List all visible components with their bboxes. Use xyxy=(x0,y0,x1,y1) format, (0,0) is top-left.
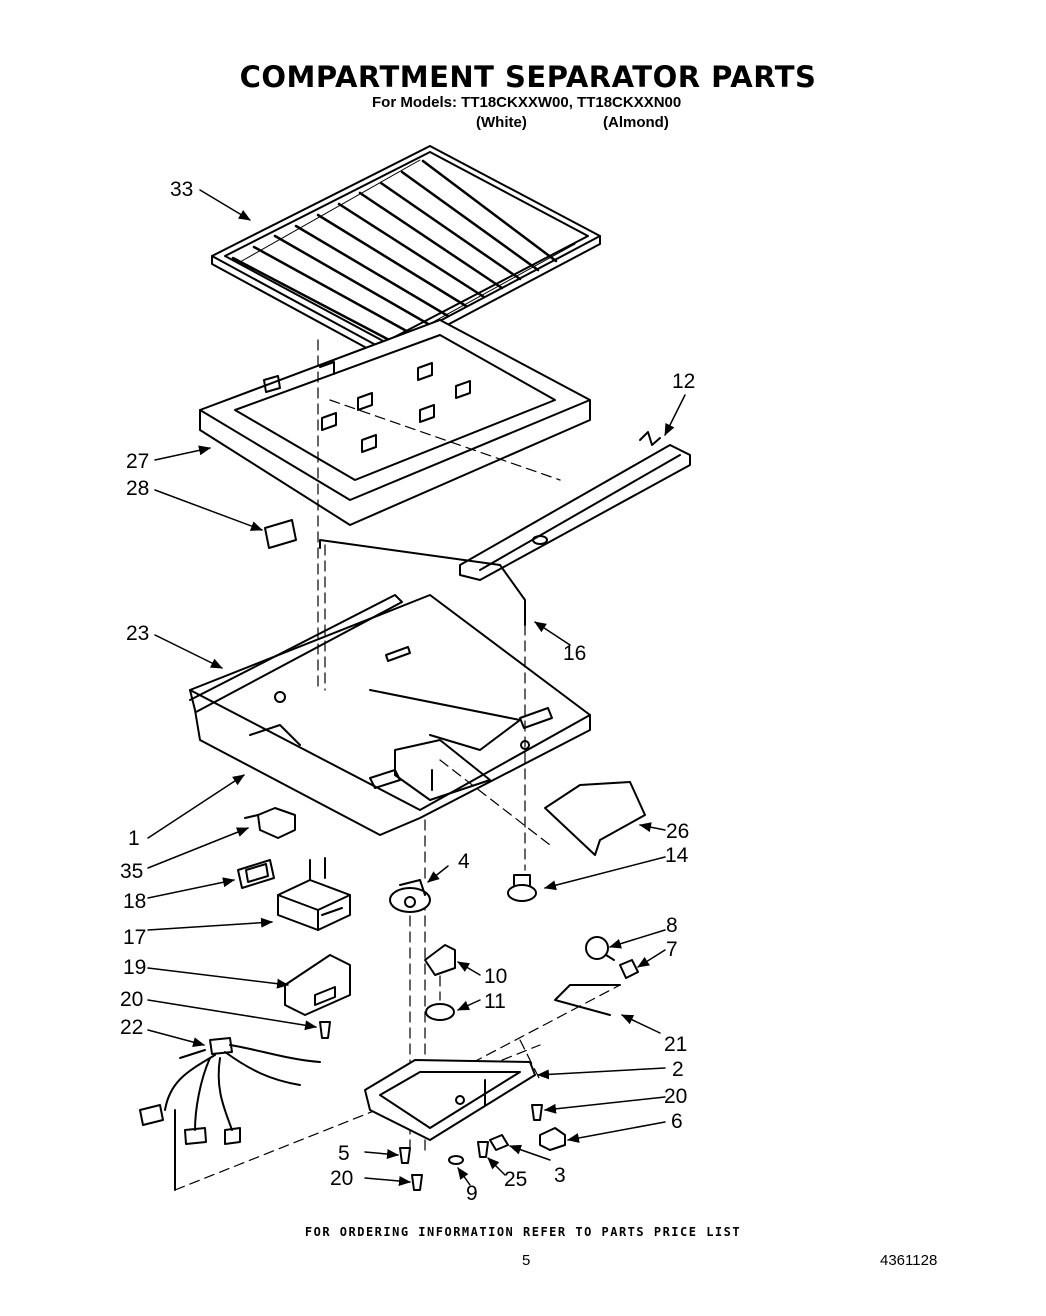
bracket-part xyxy=(257,807,296,839)
callout-23: 23 xyxy=(126,622,149,645)
lower-housing-part xyxy=(364,1059,536,1141)
callout-6: 6 xyxy=(671,1110,683,1133)
callout-4: 4 xyxy=(458,850,470,873)
bulb-part xyxy=(585,936,615,961)
callout-20-a: 20 xyxy=(120,988,143,1011)
pad-part xyxy=(264,519,297,549)
callout-17: 17 xyxy=(123,926,146,949)
knob-part xyxy=(507,874,537,902)
button-part xyxy=(425,1003,455,1021)
callout-2: 2 xyxy=(672,1058,684,1081)
callout-8: 8 xyxy=(666,914,678,937)
callout-16: 16 xyxy=(563,642,586,665)
control-bracket-part xyxy=(284,954,351,1016)
callout-3: 3 xyxy=(554,1164,566,1187)
wire-part xyxy=(319,539,526,626)
callout-11: 11 xyxy=(484,990,506,1013)
callout-1: 1 xyxy=(128,827,140,850)
small-connector-part xyxy=(489,1134,509,1151)
screw-parts xyxy=(319,1021,543,1191)
callout-14: 14 xyxy=(665,844,689,867)
rail-part xyxy=(459,431,691,581)
callout-21: 21 xyxy=(664,1033,687,1056)
ordering-note: FOR ORDERING INFORMATION REFER TO PARTS … xyxy=(304,1225,742,1239)
callout-35: 35 xyxy=(120,860,143,883)
lead-wire-part xyxy=(554,984,621,1016)
shelf-grille-part xyxy=(211,145,601,359)
callout-27: 27 xyxy=(126,450,149,473)
socket-part xyxy=(619,959,639,979)
callout-12: 12 xyxy=(672,370,695,393)
callout-9: 9 xyxy=(466,1182,478,1205)
variant-white-label: (White) xyxy=(476,114,527,131)
separator-pan-part xyxy=(189,594,591,836)
callout-33: 33 xyxy=(170,178,193,201)
callout-18: 18 xyxy=(123,890,146,913)
callout-labels: 33 12 27 28 23 16 1 26 35 14 4 18 17 8 7… xyxy=(120,178,695,1205)
thermostat-part xyxy=(389,879,431,913)
separator-frame-part xyxy=(199,319,591,526)
callout-10: 10 xyxy=(484,965,507,988)
document-number: 4361128 xyxy=(880,1252,938,1269)
callout-5: 5 xyxy=(338,1142,350,1165)
callout-20-b: 20 xyxy=(664,1085,687,1108)
callout-19: 19 xyxy=(123,956,146,979)
housing-part xyxy=(277,857,351,931)
callout-7: 7 xyxy=(666,938,678,961)
page-number: 5 xyxy=(522,1252,531,1269)
variant-almond-label: (Almond) xyxy=(603,114,669,131)
switch-part xyxy=(424,944,456,976)
callout-20-c: 20 xyxy=(330,1167,353,1190)
callout-22: 22 xyxy=(120,1016,143,1039)
callout-25: 25 xyxy=(504,1168,527,1191)
models-line: For Models: TT18CKXXW00, TT18CKXXN00 xyxy=(372,94,682,111)
page-title: COMPARTMENT SEPARATOR PARTS xyxy=(239,60,817,94)
callout-26: 26 xyxy=(666,820,689,843)
connector-part xyxy=(539,1127,566,1151)
insulation-part xyxy=(544,781,646,856)
wiring-harness-part xyxy=(139,1037,321,1191)
callout-28: 28 xyxy=(126,477,149,500)
